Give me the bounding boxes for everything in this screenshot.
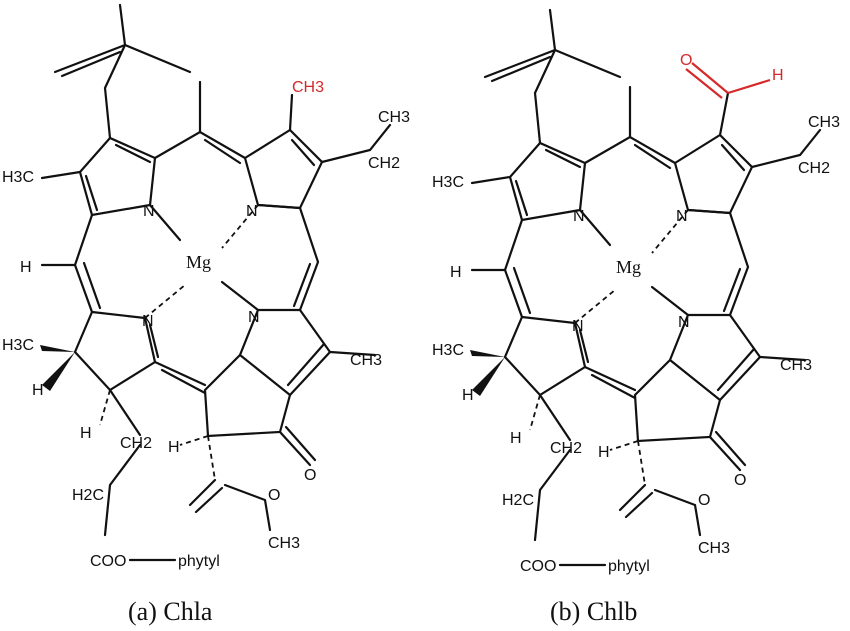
chla-label-o-ester: O bbox=[268, 487, 280, 504]
chlb-label-mg: Mg bbox=[616, 257, 641, 277]
chlb-label-ch3-ring3: CH3 bbox=[780, 357, 812, 374]
chla-label-ch2-ethyl: CH2 bbox=[368, 155, 400, 172]
chla-label-ch3-ethyl: CH3 bbox=[378, 109, 410, 126]
chlb-label-ch3-ester: CH3 bbox=[698, 540, 730, 557]
chla-label-phytyl: phytyl bbox=[178, 553, 220, 570]
chlb-label-o-ester: O bbox=[698, 492, 710, 509]
chla-label-n2: N bbox=[246, 203, 258, 220]
chlb-label-h3c: H3C bbox=[432, 174, 464, 191]
chla-label-h-ketone: H bbox=[168, 439, 180, 456]
chla-label-h2c: H2C bbox=[72, 487, 104, 504]
chlb-label-h-ring4b: H bbox=[510, 430, 522, 447]
chlb-label-ch2-chain: CH2 bbox=[550, 440, 582, 457]
chlb-label-h-bridge: H bbox=[450, 264, 462, 281]
chlb-label-ch2-ethyl: CH2 bbox=[798, 160, 830, 177]
chla-label-mg: Mg bbox=[186, 252, 211, 272]
chlb-label-n3: N bbox=[572, 318, 584, 335]
chlb-label-h-ring4: H bbox=[462, 387, 474, 404]
chlb-label-n2: N bbox=[676, 208, 688, 225]
chla-label-ch3-ester: CH3 bbox=[268, 535, 300, 552]
chla-label-n3: N bbox=[142, 313, 154, 330]
structure-chlb: O H H3C CH3 CH2 N N Mg H N N CH3 H3C H H… bbox=[432, 8, 840, 626]
chla-label-h-ring4b: H bbox=[80, 425, 92, 442]
chlb-label-h-ketone: H bbox=[598, 444, 610, 461]
chlb-label-phytyl: phytyl bbox=[608, 558, 650, 575]
caption-chlb: (b) Chlb bbox=[550, 597, 637, 626]
chla-label-o-ketone: O bbox=[304, 467, 316, 484]
chlb-label-h2c: H2C bbox=[502, 492, 534, 509]
chlb-cho-o: O bbox=[680, 52, 692, 69]
chla-label-n4: N bbox=[248, 309, 260, 326]
chlb-label-ch3-ethyl: CH3 bbox=[808, 114, 840, 131]
chlb-label-h3c-ring4: H3C bbox=[432, 342, 464, 359]
structure-chla: CH3 H3C CH3 CH2 N N Mg H N N CH3 H3C H H… bbox=[2, 3, 410, 626]
chla-label-ch2-chain: CH2 bbox=[120, 435, 152, 452]
chlb-label-o-ketone: O bbox=[734, 472, 746, 489]
chla-label-h-ring4: H bbox=[32, 382, 44, 399]
chla-label-h3c-ring4: H3C bbox=[2, 337, 34, 354]
chla-label-ch3-ring3: CH3 bbox=[350, 352, 382, 369]
chla-label-coo: COO bbox=[90, 553, 126, 570]
chlb-label-coo: COO bbox=[520, 558, 556, 575]
chla-ch3-highlight: CH3 bbox=[292, 79, 324, 96]
caption-chla: (a) Chla bbox=[128, 597, 213, 626]
chlb-cho-h: H bbox=[772, 67, 784, 84]
chla-label-h3c: H3C bbox=[2, 169, 34, 186]
chla-label-h-bridge: H bbox=[20, 259, 32, 276]
chlb-label-n1: N bbox=[573, 208, 585, 225]
chlb-label-n4: N bbox=[678, 314, 690, 331]
chla-label-n1: N bbox=[143, 203, 155, 220]
